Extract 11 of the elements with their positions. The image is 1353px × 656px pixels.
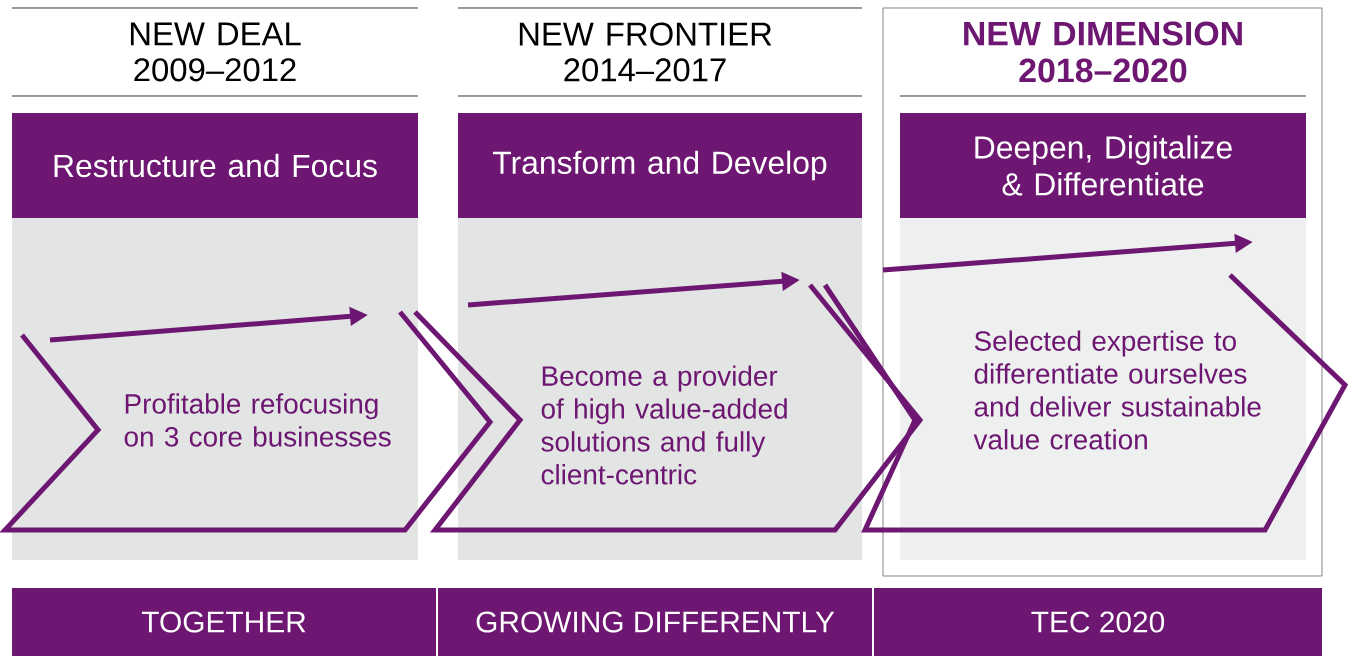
phase-band: TOGETHER: [12, 588, 436, 656]
header-box: Deepen, Digitalize & Differentiate: [900, 113, 1306, 218]
era-heading: NEW FRONTIER 2014–2017: [519, 22, 772, 82]
phase-band: TEC 2020: [874, 588, 1322, 656]
header-box: Restructure and Focus: [12, 113, 418, 218]
node-label: TEC 2020: [1031, 611, 1165, 633]
header-box: Transform and Develop: [458, 113, 862, 218]
phase-band: GROWING DIFFERENTLY: [438, 588, 872, 656]
era-heading: NEW DEAL 2009–2012: [130, 22, 301, 82]
node-label: GROWING DIFFERENTLY: [476, 611, 835, 633]
node-label: TOGETHER: [141, 611, 306, 633]
